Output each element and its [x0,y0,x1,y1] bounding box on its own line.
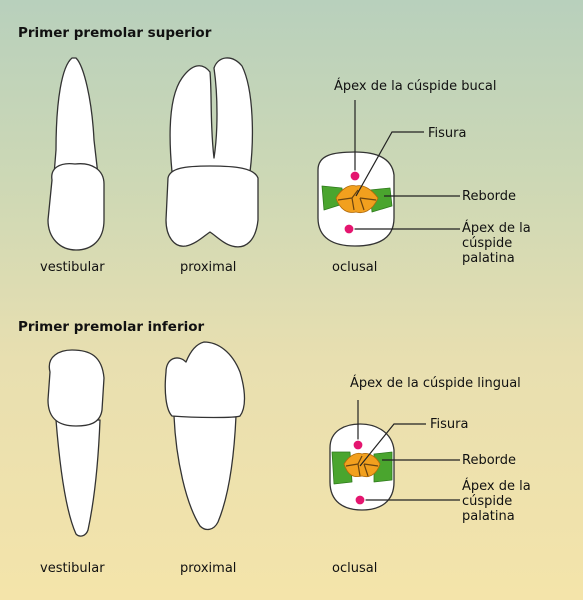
lower-view-label-oclusal: oclusal [332,561,378,576]
upper-label-apex-palatal: Ápex de la cúspide palatina [462,221,531,266]
lower-label-fissure: Fisura [430,417,469,432]
upper-label-fissure: Fisura [428,126,467,141]
upper-section-title: Primer premolar superior [18,25,212,41]
lower-section-title: Primer premolar inferior [18,319,205,335]
upper-view-label-vestibular: vestibular [40,260,105,275]
lower-vestibular-tooth [47,349,105,537]
upper-label-apex-buccal: Ápex de la cúspide bucal [334,79,497,94]
upper-fissure-area [335,185,379,214]
lower-view-label-vestibular: vestibular [40,561,105,576]
leader-lines [350,100,460,501]
upper-view-label-proximal: proximal [180,260,237,275]
lower-label-apex-palatal: Ápex de la cúspide palatina [462,479,531,524]
upper-proximal-tooth [165,57,259,248]
lower-label-ridge: Reborde [462,453,517,468]
lower-fissure-area [343,452,381,478]
upper-view-label-oclusal: oclusal [332,260,378,275]
lower-label-apex-lingual: Ápex de la cúspide lingual [350,376,521,391]
lower-fissure-lines [345,455,379,477]
upper-buccal-apex-marker [349,170,361,182]
upper-label-ridge: Reborde [462,189,517,204]
lower-proximal-tooth [164,341,246,531]
lower-lingual-apex-marker [352,439,364,451]
upper-vestibular-tooth [47,57,105,251]
apex-markers [343,170,366,506]
lower-palatal-apex-marker [354,494,366,506]
upper-fissure-lines [337,189,377,211]
upper-palatal-apex-marker [343,223,355,235]
lower-view-label-proximal: proximal [180,561,237,576]
